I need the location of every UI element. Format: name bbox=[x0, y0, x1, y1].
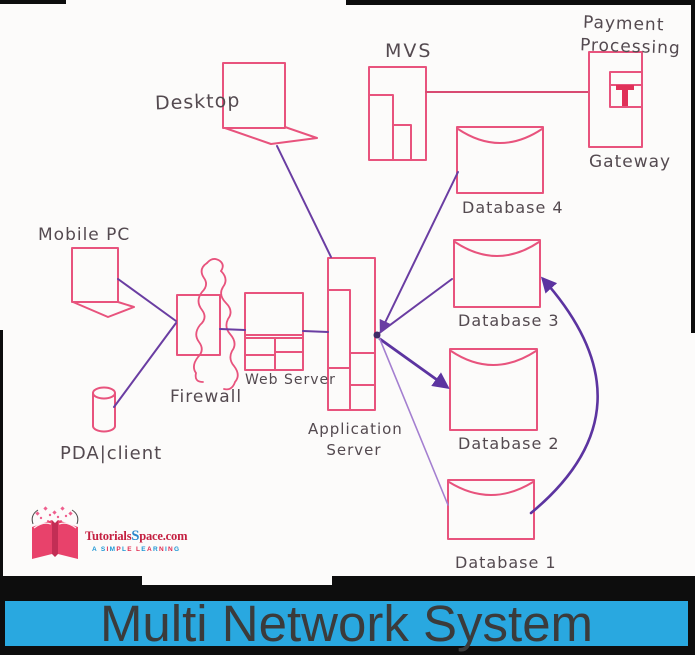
tutorialsspace-logo: TutorialsSpace.com A SIMPLE LEARNING bbox=[28, 505, 188, 571]
database3-label: Database 3 bbox=[458, 311, 560, 330]
firewall-squiggle-right bbox=[220, 270, 239, 391]
database1-node bbox=[447, 479, 535, 540]
firewall-node bbox=[176, 258, 239, 391]
logo-book-icon bbox=[31, 506, 79, 559]
payment-label: Payment bbox=[582, 12, 665, 36]
application-server-label-line1: Application bbox=[308, 420, 403, 438]
book-left-cover bbox=[32, 520, 52, 559]
desktop-screen bbox=[222, 62, 286, 129]
connector-appserver-db2 bbox=[378, 337, 450, 389]
pda-label: PDA|client bbox=[60, 443, 163, 464]
database2-node bbox=[449, 348, 538, 431]
scan-artifact-right-edge bbox=[691, 0, 695, 333]
database2-label: Database 2 bbox=[458, 434, 560, 453]
title-banner: Multi Network System bbox=[1, 597, 692, 650]
database2-flap bbox=[450, 350, 537, 366]
logo-wordmark-part2: S bbox=[131, 528, 140, 544]
banner-title: Multi Network System bbox=[99, 595, 594, 652]
gateway-t-glyph bbox=[616, 85, 634, 106]
scan-artifact-top-right bbox=[346, 0, 695, 5]
scan-artifact-top-left bbox=[0, 0, 66, 4]
network-diagram-canvas bbox=[71, 51, 643, 540]
mobile-pc-screen bbox=[71, 247, 119, 303]
desktop-base bbox=[224, 126, 318, 145]
connector-appserver-db1 bbox=[378, 336, 449, 506]
connector-appserver-db3 bbox=[377, 278, 453, 335]
mobile-pc-label: Mobile PC bbox=[38, 225, 131, 245]
mobile-pc-node bbox=[71, 247, 135, 318]
connector-webserver-appserver bbox=[302, 330, 329, 333]
web-server-label: Web Server bbox=[245, 372, 336, 388]
connector-desktop-appserver bbox=[276, 145, 332, 258]
mobile-pc-base bbox=[72, 301, 135, 318]
application-server-label-line2: Server bbox=[326, 441, 382, 459]
logo-wordmark-part3: pace.com bbox=[139, 529, 188, 543]
processing-label: Processing bbox=[579, 35, 682, 59]
logo-wordmark: TutorialsSpace.com bbox=[85, 528, 187, 545]
connector-db1-db3-curve bbox=[529, 276, 599, 515]
book-right-cover bbox=[58, 520, 78, 559]
desktop-label: Desktop bbox=[154, 89, 241, 115]
database4-node bbox=[456, 126, 544, 194]
connector-db4-appserver bbox=[379, 171, 459, 334]
logo-wordmark-part1: Tutorials bbox=[85, 529, 132, 543]
gateway-label: Gateway bbox=[589, 152, 672, 172]
mvs-node bbox=[368, 66, 427, 161]
firewall-squiggle bbox=[193, 262, 208, 383]
book-spine bbox=[52, 520, 58, 557]
connector-firewall-webserver bbox=[219, 328, 246, 331]
firewall-box bbox=[176, 294, 221, 356]
appserver-hub-dot bbox=[373, 331, 381, 339]
firewall-squiggle-top bbox=[206, 258, 224, 272]
web-server-node bbox=[244, 292, 304, 371]
logo-tagline: A SIMPLE LEARNING bbox=[92, 546, 181, 553]
firewall-label: Firewall bbox=[170, 387, 243, 407]
desktop-node bbox=[222, 62, 318, 145]
database1-flap bbox=[448, 481, 534, 496]
payment-gateway-node bbox=[588, 51, 643, 148]
pda-node bbox=[92, 386, 116, 433]
mvs-label: MVS bbox=[385, 40, 433, 62]
database3-node bbox=[453, 239, 541, 308]
scan-artifact-left-edge bbox=[0, 330, 3, 576]
database4-label: Database 4 bbox=[462, 198, 564, 217]
database4-flap bbox=[457, 128, 543, 144]
scan-paper-notch bbox=[142, 576, 332, 585]
database1-label: Database 1 bbox=[455, 553, 557, 572]
connector-pda-firewall bbox=[113, 322, 177, 408]
connector-mobilepc-firewall bbox=[117, 278, 177, 322]
database3-flap bbox=[454, 241, 540, 257]
